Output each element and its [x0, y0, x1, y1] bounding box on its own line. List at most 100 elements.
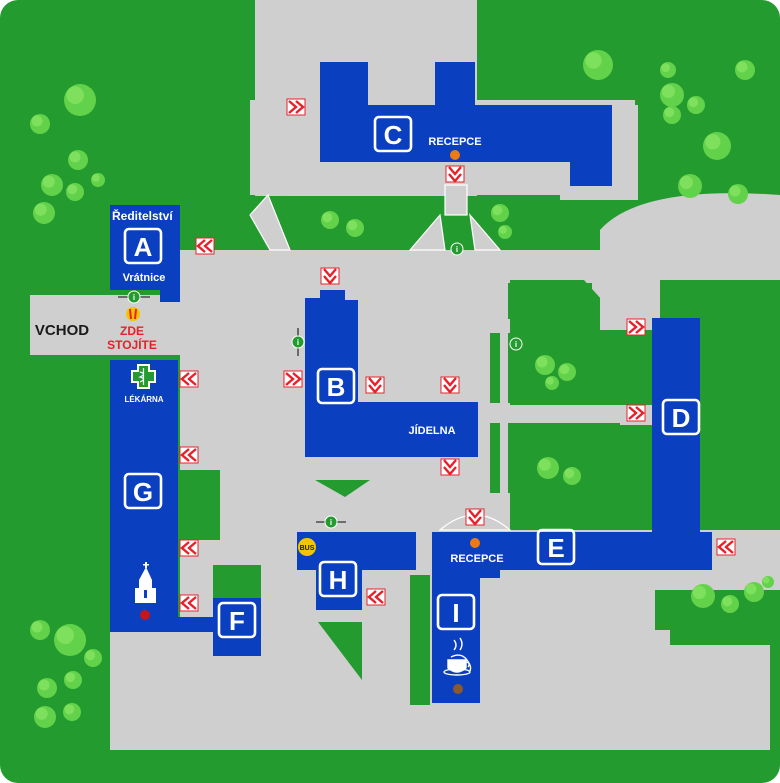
building-d — [652, 318, 700, 540]
cafe-marker — [453, 684, 463, 694]
building-i — [432, 578, 480, 703]
entrance-arrow-icon — [440, 458, 460, 476]
entrance-arrow-icon — [179, 370, 199, 388]
label-vratnice: Vrátnice — [123, 272, 166, 284]
label-recepce-c: RECEPCE — [428, 136, 481, 148]
building-f — [213, 598, 261, 656]
tree-highlight — [736, 61, 748, 73]
info-icon[interactable]: i — [118, 290, 150, 304]
info-icon[interactable]: i — [450, 242, 464, 256]
tree-highlight — [69, 151, 81, 163]
tree-highlight — [38, 679, 50, 691]
tree-highlight — [564, 468, 575, 479]
building-letter-i[interactable]: I — [452, 598, 459, 628]
info-icon-label: i — [456, 245, 458, 254]
tree-highlight — [492, 205, 503, 216]
tree-highlight — [85, 650, 96, 661]
label-reditelstvi: Ředitelství — [112, 208, 173, 223]
building-c — [320, 62, 612, 186]
label-stojite: STOJÍTE — [107, 337, 157, 352]
tree-highlight — [745, 583, 757, 595]
bus-stop-icon: BUS — [298, 538, 316, 556]
tree-highlight — [559, 364, 570, 375]
building-letter-a[interactable]: A — [134, 232, 153, 262]
tree-highlight — [347, 220, 358, 231]
you-are-here-icon — [126, 307, 140, 321]
reception-marker-c — [450, 150, 460, 160]
letter-tiles — [123, 115, 701, 639]
building-letter-e[interactable]: E — [547, 533, 564, 563]
building-letter-d[interactable]: D — [672, 403, 691, 433]
entrance-arrow-icon — [286, 98, 306, 116]
tree-highlight — [42, 175, 55, 188]
tree-highlight — [34, 203, 47, 216]
tree-highlight — [762, 576, 770, 584]
entrance-arrow-icon — [465, 508, 485, 526]
tree-highlight — [67, 184, 78, 195]
entrance-arrow-icon — [716, 538, 736, 556]
tree-highlight — [729, 185, 741, 197]
tree-highlight — [35, 707, 48, 720]
trees — [30, 50, 774, 728]
label-zde: ZDE — [120, 324, 144, 338]
tree-highlight — [664, 107, 675, 118]
label-bus: BUS — [300, 545, 315, 552]
coffee-cup-icon — [443, 637, 472, 676]
tree-highlight — [31, 115, 43, 127]
building-jidelna — [390, 402, 478, 457]
label-vchod: VCHOD — [35, 322, 89, 339]
building-letter-b[interactable]: B — [327, 372, 346, 402]
tree-highlight — [679, 175, 694, 189]
entrance-arrow-icon — [179, 539, 199, 557]
tree-highlight — [538, 458, 551, 471]
label-jidelna: JÍDELNA — [408, 424, 455, 437]
tree-highlight — [661, 84, 676, 98]
tree-highlight — [56, 626, 74, 644]
church-marker — [140, 610, 150, 620]
building-letter-c[interactable]: C — [384, 120, 403, 150]
building-letter-h[interactable]: H — [329, 565, 348, 595]
building-letter-g[interactable]: G — [133, 477, 153, 507]
tree-highlight — [661, 63, 670, 72]
info-icon[interactable]: i — [291, 328, 305, 356]
info-markers: i i i i i — [118, 242, 523, 529]
tree-highlight — [64, 704, 75, 715]
info-icon-label: i — [515, 340, 517, 349]
entrance-arrow-icon — [365, 376, 385, 394]
info-icon-label: i — [133, 293, 135, 302]
entrance-arrow-icon — [320, 267, 340, 285]
church-icon — [135, 562, 156, 603]
label-recepce-e: RECEPCE — [450, 553, 503, 565]
info-icon-label: i — [297, 338, 299, 347]
entrance-arrow-icon — [195, 237, 215, 255]
tree-highlight — [536, 356, 548, 368]
building-b — [305, 290, 390, 457]
info-icon[interactable]: i — [316, 515, 346, 529]
entrance-arrow-icon — [283, 370, 303, 388]
entrance-arrow-icon — [626, 404, 646, 422]
tree-highlight — [322, 212, 333, 223]
entrance-arrow-icon — [179, 594, 199, 612]
entrance-arrow-icon — [626, 318, 646, 336]
tree-highlight — [65, 672, 76, 683]
tree-highlight — [66, 86, 84, 104]
info-icon[interactable]: i — [509, 337, 523, 351]
pharmacy-cross-icon — [131, 364, 156, 389]
entrance-arrows — [179, 98, 736, 612]
entrance-arrow-icon — [179, 446, 199, 464]
building-e — [432, 532, 712, 578]
reception-marker-e — [470, 538, 480, 548]
entrance-arrow-icon — [366, 588, 386, 606]
tree-highlight — [705, 134, 721, 150]
tree-highlight — [546, 377, 554, 385]
tree-highlight — [722, 596, 733, 607]
label-lekarna: LÉKÁRNA — [124, 395, 163, 404]
building-letter-f[interactable]: F — [229, 606, 245, 636]
tree-highlight — [92, 174, 100, 182]
entrance-arrow-icon — [445, 165, 465, 183]
tree-highlight — [499, 226, 507, 234]
tree-highlight — [585, 52, 602, 69]
tree-highlight — [688, 97, 699, 108]
